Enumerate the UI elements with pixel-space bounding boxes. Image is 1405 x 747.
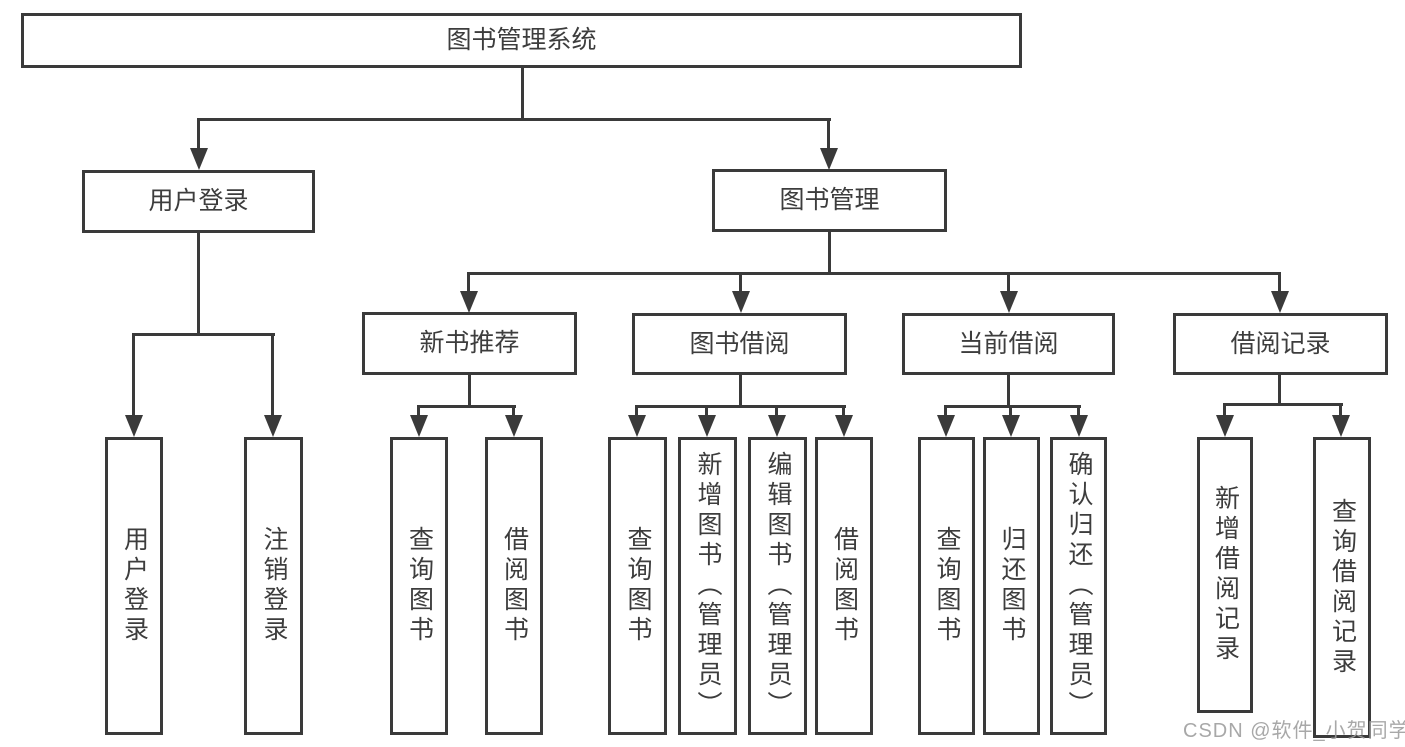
connector-rail-current-borrow — [944, 405, 1081, 408]
leaf-borrow-books-1-label: 借阅图书 — [500, 526, 529, 646]
arrow-to-leaf-search-borrow-record — [1331, 403, 1350, 437]
node-current-borrow: 当前借阅 — [902, 313, 1115, 375]
node-borrow-records: 借阅记录 — [1173, 313, 1388, 375]
connector-rail-book-management — [468, 272, 1281, 275]
node-new-book-recommend-label: 新书推荐 — [419, 329, 520, 357]
leaf-return-book-label: 归还图书 — [998, 526, 1026, 646]
leaf-search-books-1: 查询图书 — [390, 437, 448, 735]
connector-rail-user-login — [133, 333, 275, 336]
node-book-management-label: 图书管理 — [779, 186, 880, 214]
arrow-to-leaf-search-books-2 — [627, 405, 646, 437]
arrow-to-leaf-search-books-3 — [936, 405, 955, 437]
node-user-login-label: 用户登录 — [148, 187, 249, 215]
connector-rail-new-book-recommend — [417, 405, 516, 408]
leaf-search-books-2: 查询图书 — [608, 437, 667, 735]
leaf-search-books-3-label: 查询图书 — [933, 526, 961, 646]
arrow-to-leaf-user-login — [124, 333, 143, 437]
arrow-to-leaf-confirm-return — [1069, 405, 1088, 437]
connector-rail-borrow-records — [1223, 403, 1343, 406]
connector-stem-book-borrow — [739, 375, 742, 408]
connector-stem-current-borrow — [1007, 375, 1010, 408]
arrow-to-leaf-search-books-1 — [409, 405, 428, 437]
leaf-return-book: 归还图书 — [983, 437, 1040, 735]
connector-stem-user-login — [197, 233, 200, 336]
node-current-borrow-label: 当前借阅 — [958, 329, 1059, 358]
leaf-add-book-admin-label: 新增图书（管理员） — [694, 451, 722, 721]
leaf-add-book-admin: 新增图书（管理员） — [678, 437, 737, 735]
leaf-confirm-return-admin-label: 确认归还（管理员） — [1065, 451, 1093, 721]
node-book-borrow-label: 图书借阅 — [689, 329, 790, 358]
leaf-user-login: 用户登录 — [105, 437, 163, 735]
leaf-logout: 注销登录 — [244, 437, 303, 735]
leaf-user-login-label: 用户登录 — [120, 526, 149, 646]
arrow-to-leaf-add-book — [697, 405, 716, 437]
leaf-edit-book-admin: 编辑图书（管理员） — [748, 437, 807, 735]
connector-stem-root — [521, 68, 524, 121]
arrow-to-leaf-logout — [263, 333, 282, 437]
node-borrow-records-label: 借阅记录 — [1230, 329, 1331, 358]
leaf-search-books-3: 查询图书 — [918, 437, 975, 735]
connector-stem-borrow-records — [1278, 375, 1281, 406]
leaf-borrow-books-2: 借阅图书 — [815, 437, 873, 735]
leaf-logout-label: 注销登录 — [260, 526, 288, 646]
arrow-to-leaf-borrow-books-2 — [834, 405, 853, 437]
arrow-to-leaf-borrow-books-1 — [504, 405, 523, 437]
arrow-to-book-management — [819, 118, 838, 170]
leaf-confirm-return-admin: 确认归还（管理员） — [1050, 437, 1107, 735]
node-root-system: 图书管理系统 — [21, 13, 1022, 68]
node-user-login: 用户登录 — [82, 170, 315, 233]
arrow-to-leaf-edit-book — [767, 405, 786, 437]
arrow-to-current-borrow — [999, 272, 1018, 313]
leaf-add-borrow-record: 新增借阅记录 — [1197, 437, 1253, 713]
node-book-management: 图书管理 — [712, 169, 947, 232]
arrow-to-new-book-recommend — [459, 272, 478, 313]
connector-rail-book-borrow — [635, 405, 846, 408]
leaf-search-books-1-label: 查询图书 — [405, 526, 434, 646]
leaf-search-borrow-record: 查询借阅记录 — [1313, 437, 1371, 738]
leaf-borrow-books-1: 借阅图书 — [485, 437, 543, 735]
node-new-book-recommend: 新书推荐 — [362, 312, 577, 375]
leaf-search-books-2-label: 查询图书 — [624, 526, 652, 646]
arrow-to-book-borrow — [731, 272, 750, 313]
connector-stem-book-management — [828, 232, 831, 275]
connector-rail-root — [198, 118, 831, 121]
arrow-to-leaf-add-borrow-record — [1215, 403, 1234, 437]
arrow-to-user-login — [189, 118, 208, 170]
connector-stem-new-book-recommend — [468, 375, 471, 408]
leaf-search-borrow-record-label: 查询借阅记录 — [1328, 497, 1357, 678]
leaf-borrow-books-2-label: 借阅图书 — [830, 526, 859, 646]
node-root-label: 图书管理系统 — [446, 26, 597, 54]
arrow-to-leaf-return-book — [1001, 405, 1020, 437]
leaf-add-borrow-record-label: 新增借阅记录 — [1211, 485, 1240, 665]
node-book-borrow: 图书借阅 — [632, 313, 847, 375]
arrow-to-borrow-records — [1270, 272, 1289, 313]
leaf-edit-book-admin-label: 编辑图书（管理员） — [764, 451, 792, 721]
csdn-watermark: CSDN @软件_小贺同学 — [1183, 720, 1405, 742]
